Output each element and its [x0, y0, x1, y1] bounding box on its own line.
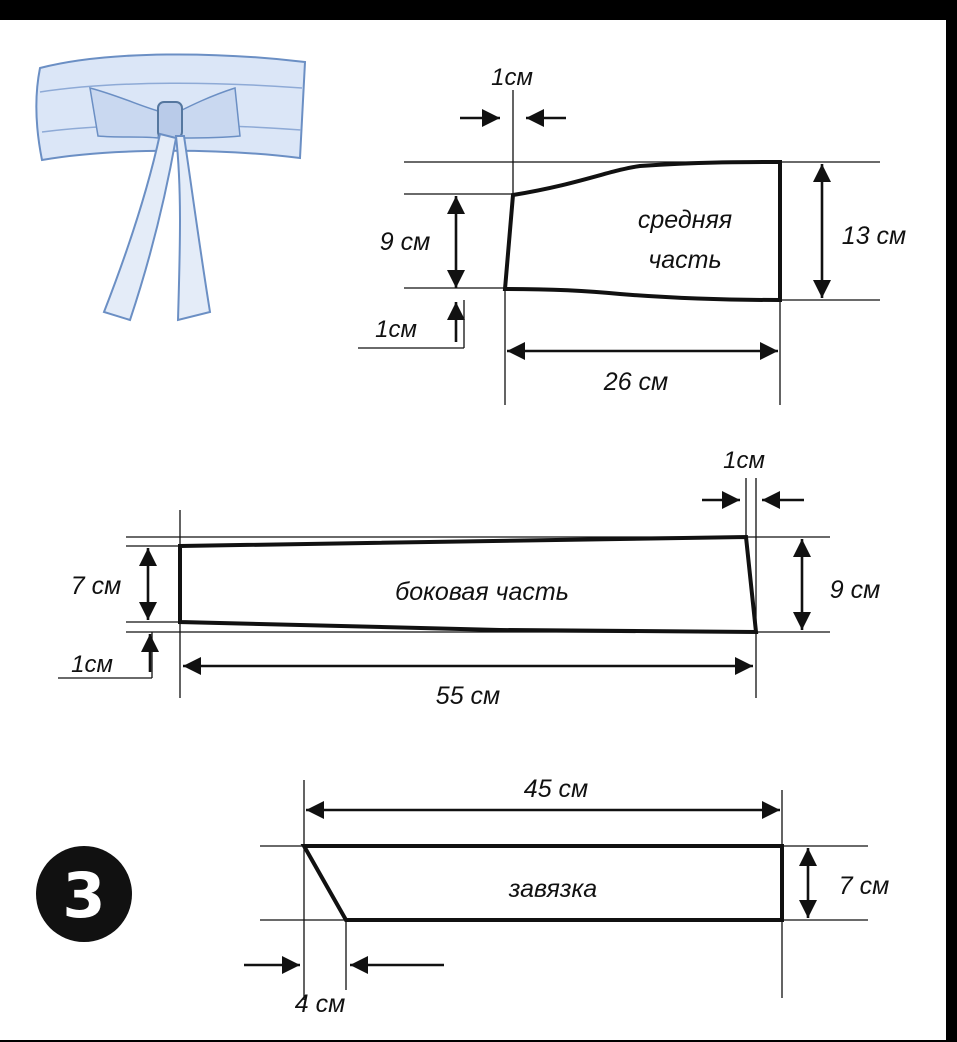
- belt-illustration: [35, 53, 307, 322]
- tie-piece: завязка 45 см 7 см 4 см: [244, 775, 889, 1018]
- middle-length-label: 26 см: [603, 368, 668, 396]
- side-right-height-label: 9 см: [830, 576, 881, 604]
- tie-length-label: 45 см: [524, 775, 588, 803]
- middle-piece-label-line2: часть: [648, 246, 721, 274]
- tie-height-label: 7 см: [839, 872, 890, 900]
- side-length-label: 55 см: [436, 682, 500, 710]
- figure-number-badge: 3: [36, 846, 132, 942]
- side-bottom-offset-label: 1см: [71, 651, 113, 678]
- middle-top-offset-label: 1см: [491, 64, 533, 91]
- middle-piece-label-line1: средняя: [638, 206, 732, 234]
- middle-piece: средняя часть 1см 9 см 1см 13 см 26 см: [358, 64, 906, 405]
- middle-right-height-label: 13 см: [842, 222, 906, 250]
- tie-bevel-label: 4 см: [295, 990, 346, 1018]
- tie-piece-label: завязка: [508, 875, 598, 903]
- side-top-offset-label: 1см: [723, 447, 765, 474]
- side-left-height-label: 7 см: [71, 572, 122, 600]
- middle-bottom-offset-label: 1см: [375, 316, 417, 343]
- side-piece-label: боковая часть: [395, 578, 569, 606]
- side-piece: боковая часть 1см 7 см 1см 9 см 55 см: [58, 447, 880, 710]
- diagram-sheet: средняя часть 1см 9 см 1см 13 см 26 см б…: [0, 20, 946, 1040]
- pattern-diagram: средняя часть 1см 9 см 1см 13 см 26 см б…: [35, 53, 906, 1018]
- figure-number: 3: [62, 859, 105, 932]
- middle-left-height-label: 9 см: [380, 228, 431, 256]
